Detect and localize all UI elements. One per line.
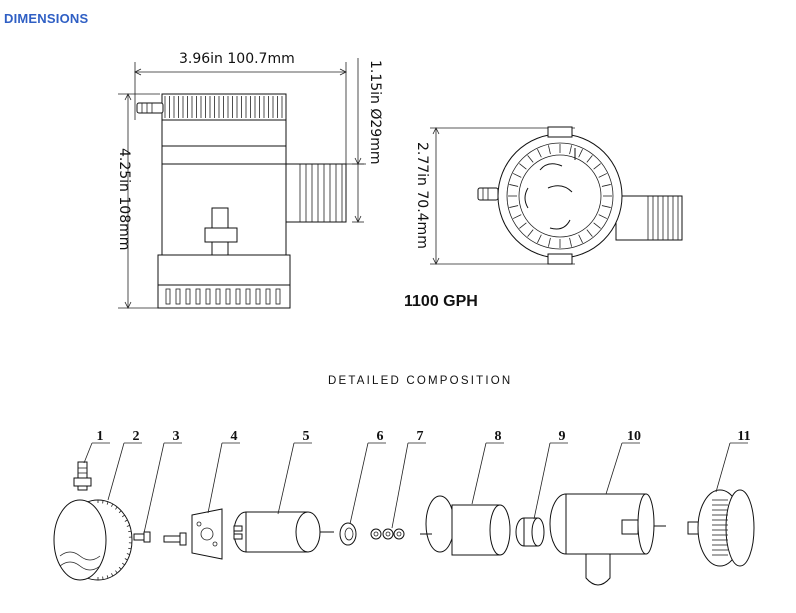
height-dimension: 4.25in 108mm: [116, 148, 132, 250]
part-number-label: 9: [559, 429, 566, 444]
part-number-label: 2: [133, 429, 140, 444]
part-5-motor: [233, 511, 334, 553]
part-4-brush-plate: [163, 508, 223, 560]
part-9-impeller: [515, 517, 545, 547]
part-number-label: 11: [737, 429, 750, 444]
part-10-pump-body: [549, 493, 666, 586]
part-number-label: 1: [97, 429, 104, 444]
outlet-dimension: 1.15in Ø29mm: [367, 60, 383, 165]
part-number-label: 6: [377, 429, 384, 444]
model-label: 1100 GPH: [404, 293, 478, 310]
exploded-view: 1 2 3 4 5 6 7 8 9 10 11: [53, 429, 755, 586]
part-8-housing: [420, 495, 511, 556]
part-number-label: 3: [173, 429, 180, 444]
pump-top-view: [430, 126, 683, 265]
part-6-seal: [339, 522, 357, 546]
width-dimension: 3.96in 100.7mm: [179, 51, 295, 67]
part-number-label: 4: [231, 429, 238, 444]
section-title-dimensions: DIMENSIONS: [4, 11, 89, 26]
part-number-label: 10: [627, 429, 641, 444]
pump-side-view: [118, 58, 366, 309]
composition-title: DETAILED COMPOSITION: [328, 375, 512, 387]
part-7-washers: [370, 528, 405, 540]
part-11-strainer: [687, 489, 755, 567]
part-number-label: 7: [417, 429, 424, 444]
part-number-label: 8: [495, 429, 502, 444]
part-number-label: 5: [303, 429, 310, 444]
part-1-hose-barb: [73, 461, 92, 491]
part-2-end-cap: [53, 499, 133, 581]
part-3-screw: [133, 531, 151, 543]
base-dimension: 2.77in 70.4mm: [414, 142, 430, 249]
